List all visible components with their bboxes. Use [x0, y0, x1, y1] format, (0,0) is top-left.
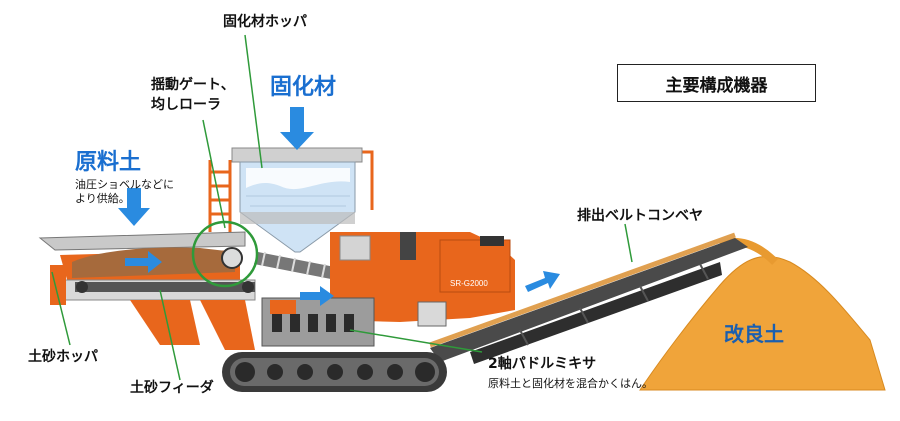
label-mixer-note: 原料土と固化材を混合かくはん。 — [488, 377, 653, 390]
soil-feeder-belt — [75, 281, 255, 293]
label-raw-soil-note2: より供給。 — [75, 192, 130, 205]
label-soil-feeder: 土砂フィーダ — [130, 380, 214, 396]
platform-rails — [208, 150, 374, 232]
label-hardener-hopper: 固化材ホッパ — [223, 14, 307, 30]
leader-lines — [51, 34, 633, 381]
label-raw-soil: 原料土 — [75, 150, 142, 175]
label-hardener: 固化材 — [270, 75, 337, 100]
label-mixer: 2軸パドルミキサ — [488, 356, 597, 372]
label-raw-soil-note1: 油圧ショベルなどに — [75, 178, 174, 191]
label-improved-soil: 改良土 — [724, 322, 784, 346]
label-gate-line2: 均しローラ — [151, 97, 221, 113]
flow-arrows — [118, 107, 560, 306]
paddle-mixer — [261, 297, 375, 347]
title-box: 主要構成機器 — [617, 64, 816, 102]
discharge-conveyor — [429, 232, 748, 364]
screw-feeder — [254, 251, 340, 280]
improved-soil-pile — [639, 255, 886, 391]
crawler-track — [222, 352, 447, 392]
label-gate-line1: 揺動ゲート、 — [151, 77, 235, 93]
hardener-hopper — [231, 147, 363, 253]
label-discharge-conveyor: 排出ベルトコンベヤ — [577, 208, 703, 224]
machine-model-text: SR-G2000 — [450, 279, 488, 288]
label-soil-hopper: 土砂ホッパ — [28, 349, 98, 365]
gate-highlight-circle — [191, 220, 259, 288]
engine-body — [330, 232, 515, 327]
leveling-roller — [221, 247, 243, 269]
